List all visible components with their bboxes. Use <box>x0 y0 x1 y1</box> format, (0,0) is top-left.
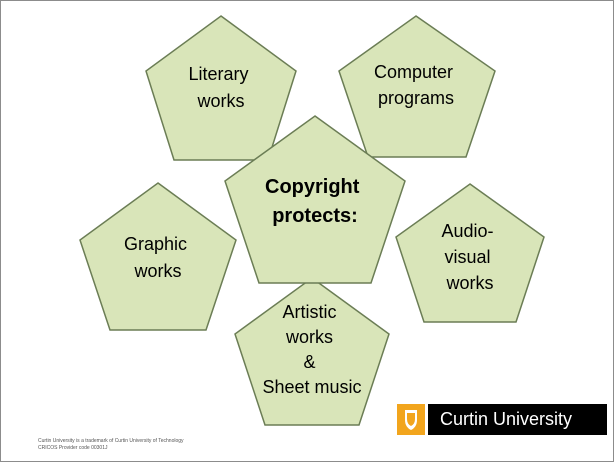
pentagon-label-line: works <box>133 261 181 281</box>
pentagon-label-line: Artistic <box>282 302 336 322</box>
curtin-university-logo: Curtin University <box>397 404 607 435</box>
pentagon-shape <box>338 15 496 158</box>
logo-wordmark: Curtin University <box>428 404 607 435</box>
center-label-line: protects: <box>272 205 358 227</box>
pentagon-label-line: Literary <box>188 64 248 84</box>
pentagon-shape <box>395 183 545 323</box>
pentagon-label-line: Computer <box>374 62 453 82</box>
pentagon-literary-works: Literary works <box>145 15 297 161</box>
pentagon-shape <box>234 277 390 426</box>
footer-legal: Curtin University is a trademark of Curt… <box>38 438 184 452</box>
pentagon-label-line: & <box>303 352 315 372</box>
pentagon-graphic-works: Graphic works <box>79 182 237 331</box>
svg-text:Computer programs: Computer programs <box>374 62 458 108</box>
pentagon-label-line: works <box>196 91 244 111</box>
pentagon-audio-visual-works: Audio- visual works <box>395 183 545 323</box>
pentagon-shape <box>224 115 406 284</box>
center-label-line: Copyright <box>265 176 360 198</box>
pentagon-label-line: visual <box>444 247 490 267</box>
svg-text:Copyright protects:: Copyright protects: <box>265 176 365 227</box>
svg-text:Artistic works &: Artistic works & Sheet music <box>262 302 361 397</box>
pentagon-label-line: works <box>445 273 493 293</box>
pentagon-label-line: Sheet music <box>262 377 361 397</box>
footer-cricos-text: CRICOS Provider code 00301J <box>38 445 108 451</box>
shield-icon <box>397 404 425 435</box>
pentagon-label-line: programs <box>378 88 454 108</box>
pentagon-label-line: Graphic <box>124 234 187 254</box>
svg-text:Literary works: Literary works <box>188 64 253 111</box>
pentagon-center-copyright: Copyright protects: <box>224 115 406 284</box>
pentagon-shape <box>79 182 237 331</box>
pentagon-artistic-works: Artistic works & Sheet music <box>234 277 390 426</box>
pentagon-label-line: Audio- <box>441 221 493 241</box>
pentagon-shape <box>145 15 297 161</box>
pentagon-label-line: works <box>285 327 333 347</box>
pentagon-computer-programs: Computer programs <box>338 15 496 158</box>
footer-trademark-text: Curtin University is a trademark of Curt… <box>38 438 184 444</box>
svg-text:Graphic works: Graphic works <box>124 234 192 281</box>
svg-text:Audio- visual work: Audio- visual works <box>441 221 498 293</box>
